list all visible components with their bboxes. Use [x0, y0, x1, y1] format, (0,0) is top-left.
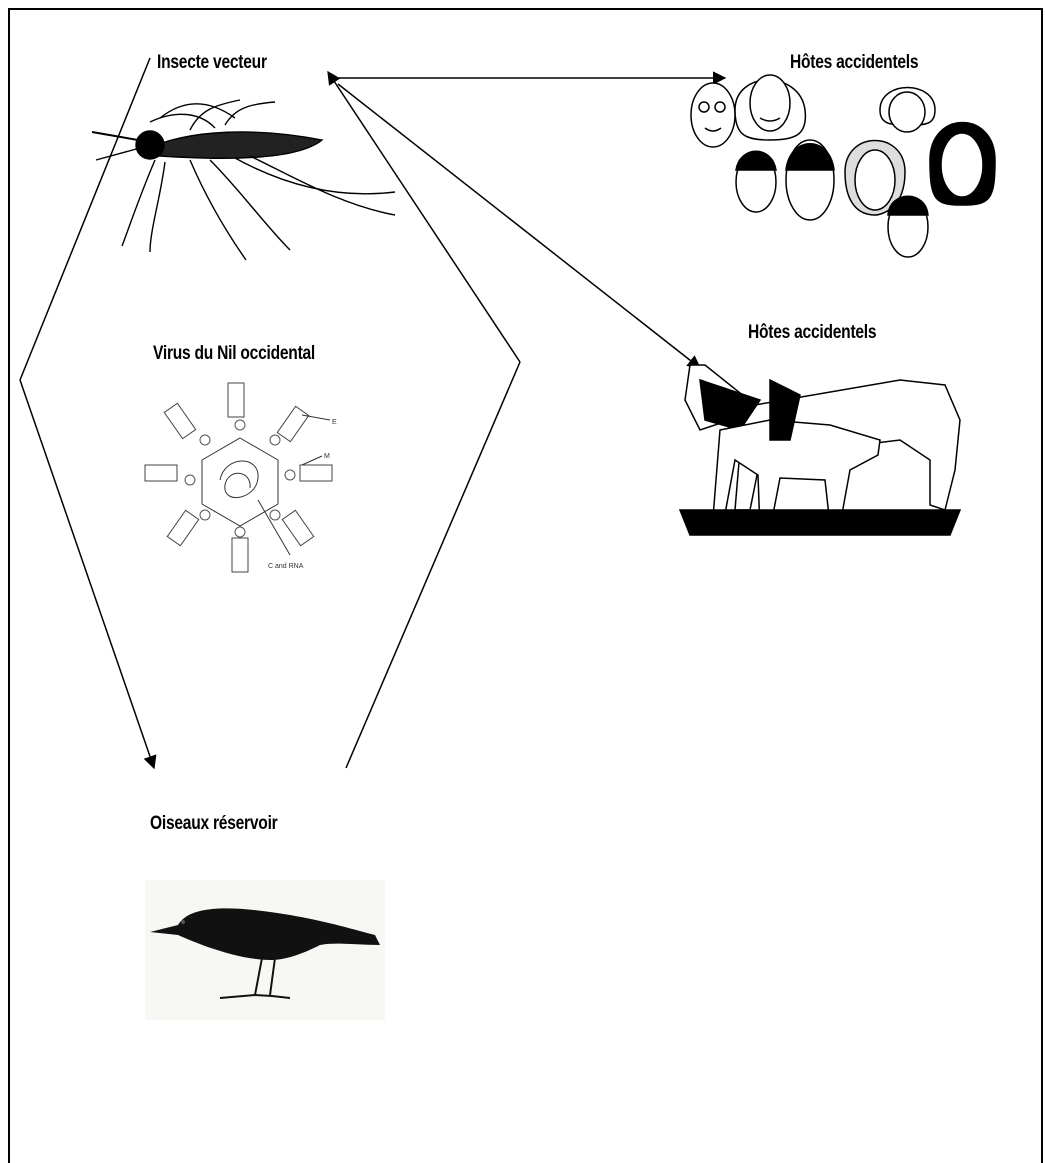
mosquito-illustration — [92, 100, 395, 260]
arrow-vector-to-birds — [20, 380, 154, 768]
virus-label-c: C and RNA — [268, 563, 304, 570]
arrow-vector-to-horses — [338, 84, 700, 368]
label-accidental-hosts-horses: Hôtes accidentels — [748, 322, 876, 344]
virus-label-m: M — [324, 453, 330, 460]
crow-illustration — [145, 880, 385, 1020]
cycle-line-right-upper — [328, 72, 520, 362]
human-faces-illustration — [691, 75, 995, 257]
virus-illustration — [145, 383, 332, 572]
label-west-nile-virus: Virus du Nil occidental — [153, 343, 315, 365]
label-insect-vector: Insecte vecteur — [157, 52, 267, 74]
arrow-birds-to-vector — [346, 362, 520, 768]
virus-label-e: E — [332, 419, 337, 426]
label-reservoir-birds: Oiseaux réservoir — [150, 813, 277, 835]
label-accidental-hosts-humans: Hôtes accidentels — [790, 52, 918, 74]
cycle-line-left-upper — [20, 58, 150, 380]
horses-illustration — [680, 365, 960, 535]
